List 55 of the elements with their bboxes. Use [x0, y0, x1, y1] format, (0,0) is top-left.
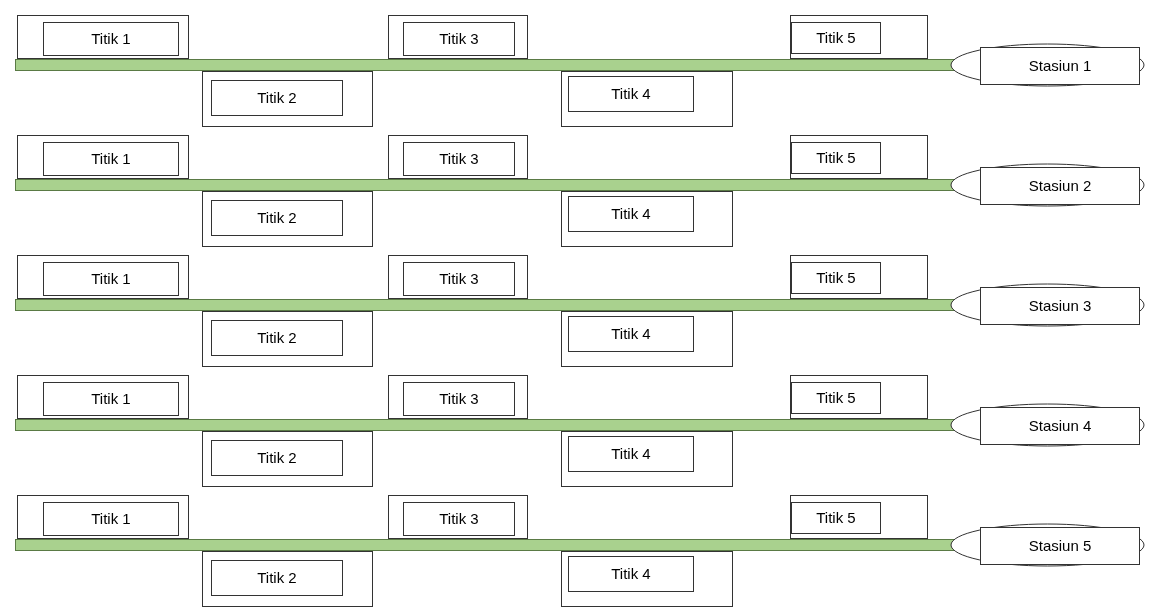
station-label: Stasiun 5: [980, 527, 1140, 565]
point-label-box: Titik 4: [568, 196, 694, 232]
point-label-box: Titik 4: [568, 556, 694, 592]
point-label-box: Titik 5: [791, 22, 881, 54]
plot-box: [17, 255, 189, 299]
plot-box: [561, 431, 733, 487]
station-label: Stasiun 2: [980, 167, 1140, 205]
plot-box: [561, 191, 733, 247]
point-label-box: Titik 5: [791, 262, 881, 294]
plot-box: [561, 551, 733, 607]
plot-box: [202, 431, 373, 487]
point-label-box: Titik 3: [403, 142, 515, 176]
plot-box: [17, 15, 189, 59]
station-label: Stasiun 1: [980, 47, 1140, 85]
station-label: Stasiun 4: [980, 407, 1140, 445]
point-label-box: Titik 5: [791, 142, 881, 174]
station-label: Stasiun 3: [980, 287, 1140, 325]
point-label-box: Titik 5: [791, 382, 881, 414]
plot-box: [17, 135, 189, 179]
plot-box: [202, 551, 373, 607]
plot-box: [790, 255, 928, 299]
point-label-box: Titik 3: [403, 502, 515, 536]
point-label-box: Titik 4: [568, 316, 694, 352]
plot-box: [202, 311, 373, 367]
point-label-box: Titik 3: [403, 382, 515, 416]
plot-box: [790, 495, 928, 539]
point-label-box: Titik 2: [211, 200, 343, 236]
point-label-box: Titik 4: [568, 436, 694, 472]
plot-box: [790, 375, 928, 419]
plot-box: [388, 135, 528, 179]
plot-box: [202, 71, 373, 127]
point-label-box: Titik 2: [211, 440, 343, 476]
point-label-box: Titik 2: [211, 320, 343, 356]
plot-box: [388, 15, 528, 59]
point-label-box: Titik 1: [43, 502, 179, 536]
plot-box: [388, 495, 528, 539]
plot-box: [17, 495, 189, 539]
plot-box: [388, 255, 528, 299]
point-label-box: Titik 3: [403, 262, 515, 296]
point-label-box: Titik 2: [211, 80, 343, 116]
plot-box: [790, 135, 928, 179]
plot-box: [561, 311, 733, 367]
point-label-box: Titik 4: [568, 76, 694, 112]
plot-box: [202, 191, 373, 247]
point-label-box: Titik 1: [43, 382, 179, 416]
plot-box: [790, 15, 928, 59]
point-label-box: Titik 1: [43, 262, 179, 296]
plot-box: [388, 375, 528, 419]
point-label-box: Titik 1: [43, 142, 179, 176]
plot-box: [17, 375, 189, 419]
point-label-box: Titik 5: [791, 502, 881, 534]
point-label-box: Titik 2: [211, 560, 343, 596]
plot-box: [561, 71, 733, 127]
point-label-box: Titik 3: [403, 22, 515, 56]
point-label-box: Titik 1: [43, 22, 179, 56]
